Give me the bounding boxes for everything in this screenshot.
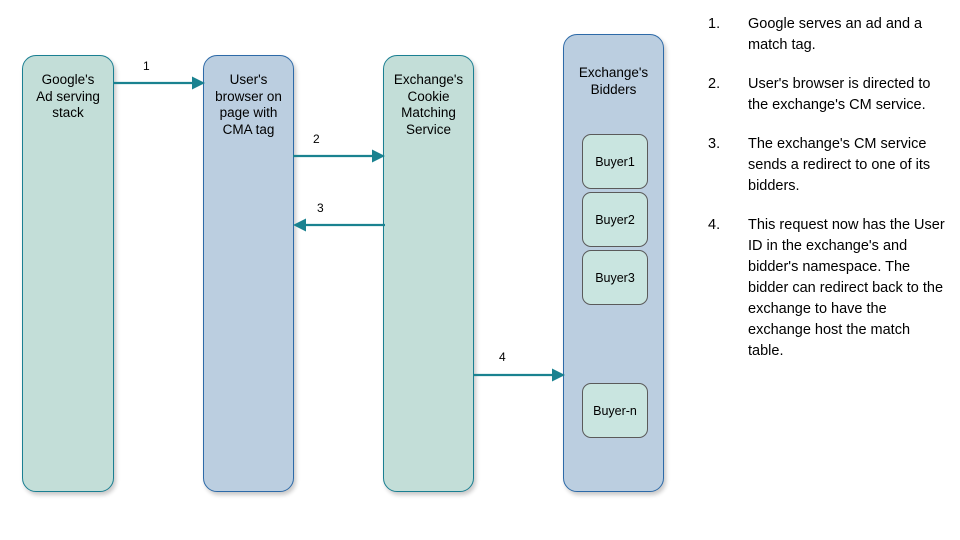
process-column-google-ad-serving-stack: Google's Ad serving stack xyxy=(22,55,114,492)
step-item-2: 2. User's browser is directed to the exc… xyxy=(708,74,948,116)
step-item-4: 4. This request now has the User ID in t… xyxy=(708,215,948,362)
buyer-label: Buyer-n xyxy=(593,403,637,418)
column-label-bidders: Exchange's Bidders xyxy=(578,65,649,97)
arrow-3-cms-to-browser xyxy=(293,218,385,232)
steps-list: 1. Google serves an ad and a match tag. … xyxy=(708,14,948,380)
arrow-label-2: 2 xyxy=(313,132,320,146)
step-text: This request now has the User ID in the … xyxy=(748,217,945,359)
step-text: User's browser is directed to the exchan… xyxy=(748,76,931,113)
step-item-1: 1. Google serves an ad and a match tag. xyxy=(708,14,948,56)
buyer-box-1: Buyer1 xyxy=(582,134,648,189)
buyer-label: Buyer2 xyxy=(595,212,635,227)
column-label-cms: Exchange's Cookie Matching Service xyxy=(393,72,464,137)
column-label-browser: User's browser on page with CMA tag xyxy=(215,72,282,137)
arrow-2-browser-to-cms xyxy=(293,149,385,163)
column-label-google: Google's Ad serving stack xyxy=(36,72,100,120)
process-column-exchange-cookie-matching-service: Exchange's Cookie Matching Service xyxy=(383,55,474,492)
step-number: 2. xyxy=(708,76,721,92)
process-column-user-browser: User's browser on page with CMA tag xyxy=(203,55,294,492)
buyer-label: Buyer3 xyxy=(595,270,635,285)
arrow-1-google-to-browser xyxy=(113,76,205,90)
arrow-label-1: 1 xyxy=(143,59,150,73)
process-column-exchange-bidders: Exchange's Bidders Buyer1 Buyer2 Buyer3 … xyxy=(563,34,664,492)
step-number: 3. xyxy=(708,136,721,152)
step-item-3: 3. The exchange's CM service sends a red… xyxy=(708,134,948,197)
buyer-box-3: Buyer3 xyxy=(582,250,648,305)
buyer-box-n: Buyer-n xyxy=(582,383,648,438)
step-number: 1. xyxy=(708,16,721,32)
arrow-label-3: 3 xyxy=(317,201,324,215)
arrow-4-cms-to-bidders xyxy=(473,368,565,382)
buyer-box-2: Buyer2 xyxy=(582,192,648,247)
step-number: 4. xyxy=(708,217,721,233)
buyer-label: Buyer1 xyxy=(595,154,635,169)
arrow-label-4: 4 xyxy=(499,350,506,364)
step-text: Google serves an ad and a match tag. xyxy=(748,16,923,53)
step-text: The exchange's CM service sends a redire… xyxy=(748,136,931,194)
